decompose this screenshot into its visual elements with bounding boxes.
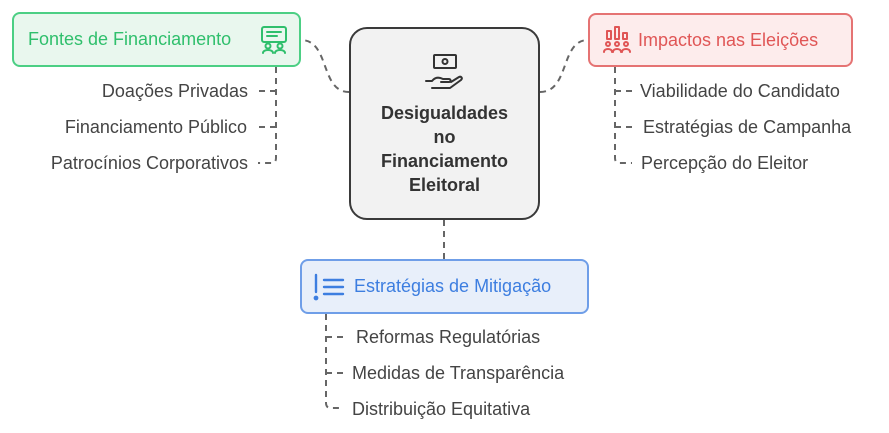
- sources-item: Financiamento Público: [64, 117, 247, 137]
- connector-center-sources: [300, 39, 350, 93]
- impacts-item: Viabilidade do Candidato: [640, 81, 840, 101]
- mitigation-item: Medidas de Transparência: [352, 363, 565, 383]
- mitigation-title: Estratégias de Mitigação: [354, 276, 552, 296]
- impacts-item: Percepção do Eleitor: [641, 153, 809, 173]
- certificate-people-icon: [261, 26, 287, 54]
- impacts-title: Impactos nas Eleições: [638, 29, 819, 50]
- mitigation-item: Distribuição Equitativa: [352, 399, 531, 419]
- bar-chart-people-icon: [603, 26, 631, 53]
- connector-sources-items: [258, 67, 277, 164]
- connector-center-impacts: [539, 39, 589, 93]
- sources-item: Patrocínios Corporativos: [50, 153, 248, 173]
- central-topic-node: Desigualdades no Financiamento Eleitoral: [349, 27, 540, 220]
- connector-impacts-items: [614, 67, 632, 164]
- central-topic-title: Desigualdades no Financiamento Eleitoral: [380, 103, 509, 195]
- impacts-node: Impactos nas Eleições: [588, 13, 853, 67]
- mitigation-item: Reformas Regulatórias: [356, 327, 541, 347]
- mitigation-node: Estratégias de Mitigação: [300, 259, 589, 314]
- sources-item: Doações Privadas: [101, 81, 248, 101]
- sources-node: Fontes de Financiamento: [12, 12, 301, 67]
- money-hand-icon: [424, 54, 463, 89]
- list-alert-icon: [313, 273, 345, 300]
- impacts-item: Estratégias de Campanha: [643, 117, 852, 137]
- sources-title: Fontes de Financiamento: [28, 29, 232, 49]
- connector-mitigation-items: [325, 314, 343, 409]
